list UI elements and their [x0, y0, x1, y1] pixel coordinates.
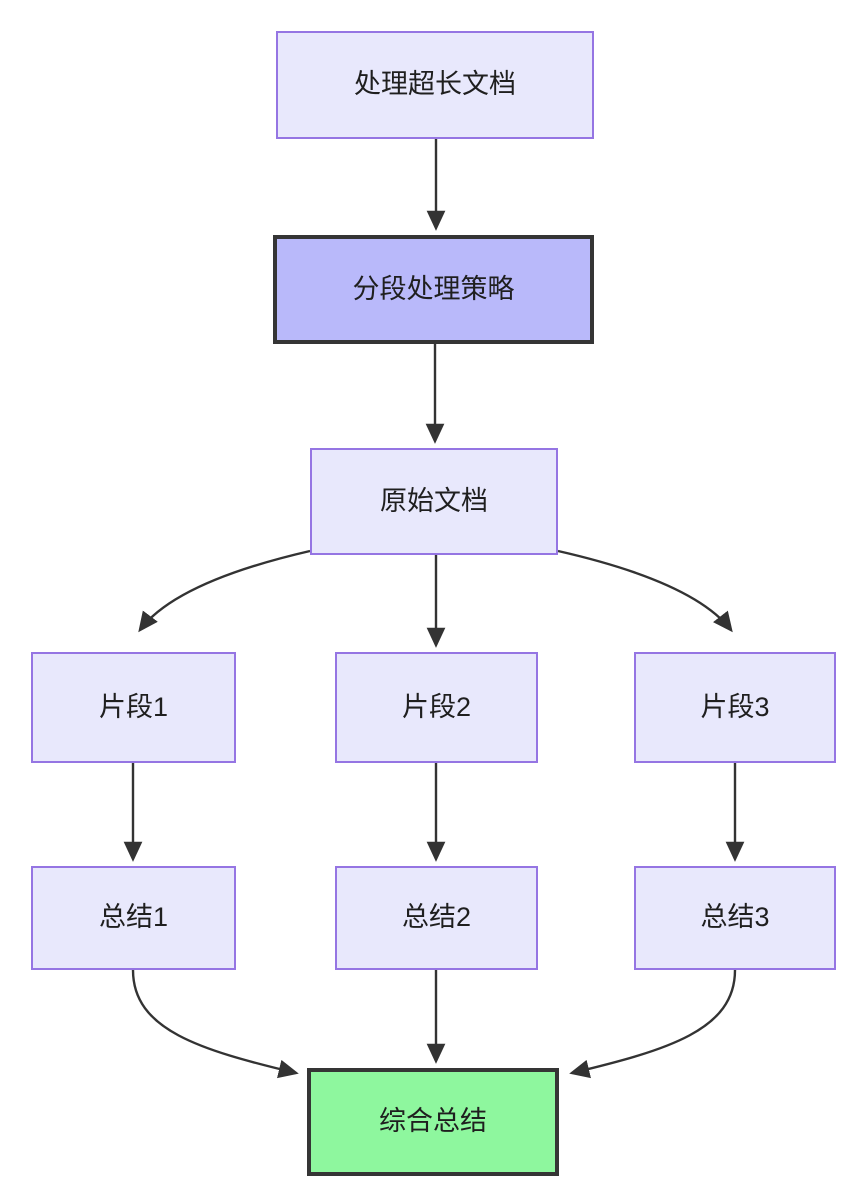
node-label: 总结1 [98, 902, 169, 933]
node-strategy[interactable]: 分段处理策略 [273, 235, 594, 344]
node-summary2[interactable]: 总结2 [335, 866, 538, 970]
edge-summary3-to-final [569, 969, 737, 1079]
node-summary3[interactable]: 总结3 [634, 866, 836, 970]
node-label: 综合总结 [379, 1106, 487, 1137]
node-label: 总结2 [401, 902, 472, 933]
node-label: 片段1 [98, 691, 169, 722]
node-chunk2[interactable]: 片段2 [335, 652, 538, 763]
node-source[interactable]: 原始文档 [310, 448, 558, 555]
node-summary1[interactable]: 总结1 [31, 866, 236, 970]
edge-source-to-chunk3 [557, 549, 733, 633]
node-label: 处理超长文档 [354, 69, 516, 100]
node-chunk1[interactable]: 片段1 [31, 652, 236, 763]
node-doc_long[interactable]: 处理超长文档 [276, 31, 594, 139]
node-label: 分段处理策略 [352, 273, 515, 304]
node-label: 片段2 [401, 691, 472, 722]
edge-source-to-chunk1 [138, 549, 311, 633]
node-label: 片段3 [700, 691, 770, 722]
node-label: 总结3 [700, 902, 770, 933]
node-chunk3[interactable]: 片段3 [634, 652, 836, 763]
node-final[interactable]: 综合总结 [307, 1068, 559, 1176]
edge-summary1-to-final [131, 969, 299, 1079]
node-label: 原始文档 [380, 485, 488, 516]
